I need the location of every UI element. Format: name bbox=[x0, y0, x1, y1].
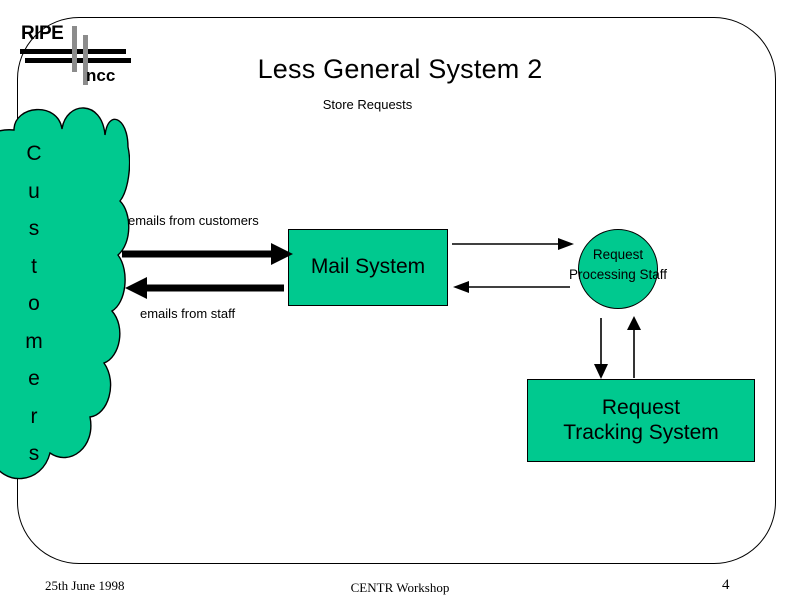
footer-date: 25th June 1998 bbox=[45, 578, 125, 593]
node-mail-system-label: Mail System bbox=[310, 255, 426, 279]
customers-letter-3: t bbox=[31, 254, 37, 278]
flow-label-emails-from-staff: emails from staff bbox=[140, 306, 236, 321]
logo-ripe-text: RIPE bbox=[21, 23, 64, 44]
customers-letter-0: C bbox=[26, 142, 42, 165]
page-subtitle: Store Requests bbox=[322, 97, 413, 112]
cloud-shape-icon bbox=[0, 107, 130, 480]
footer-event-name: CENTR Workshop bbox=[350, 580, 450, 595]
ripe-ncc-logo: RIPE ncc bbox=[18, 24, 138, 92]
customers-letter-2: s bbox=[28, 217, 40, 240]
customers-letter-8: s bbox=[28, 442, 40, 465]
logo-ncc-text: ncc bbox=[86, 66, 116, 85]
node-customers-cloud: C u s t o m e r s bbox=[0, 95, 130, 505]
customers-letter-6: e bbox=[28, 367, 40, 390]
node-customers-label: C u s t o m e r s bbox=[14, 135, 54, 473]
tracking-label-line-2: Tracking System bbox=[563, 420, 719, 444]
customers-letter-4: o bbox=[28, 292, 40, 315]
customers-letter-5: m bbox=[25, 329, 43, 353]
node-mail-system[interactable]: Mail System bbox=[288, 229, 448, 306]
customers-letter-1: u bbox=[28, 179, 40, 203]
node-request-processing-staff[interactable] bbox=[578, 229, 658, 309]
node-request-tracking-system[interactable]: Request Tracking System bbox=[527, 379, 755, 462]
footer-page-number: 4 bbox=[722, 577, 730, 593]
customers-letter-7: r bbox=[30, 404, 38, 428]
logo-bar-bottom bbox=[25, 58, 131, 63]
page-title: Less General System 2 bbox=[257, 54, 543, 84]
tracking-label-line-1: Request bbox=[601, 395, 681, 419]
flow-label-emails-from-customers: emails from customers bbox=[128, 213, 259, 228]
logo-vertical-bar-right bbox=[83, 35, 88, 85]
logo-vertical-bar-left bbox=[72, 26, 77, 72]
